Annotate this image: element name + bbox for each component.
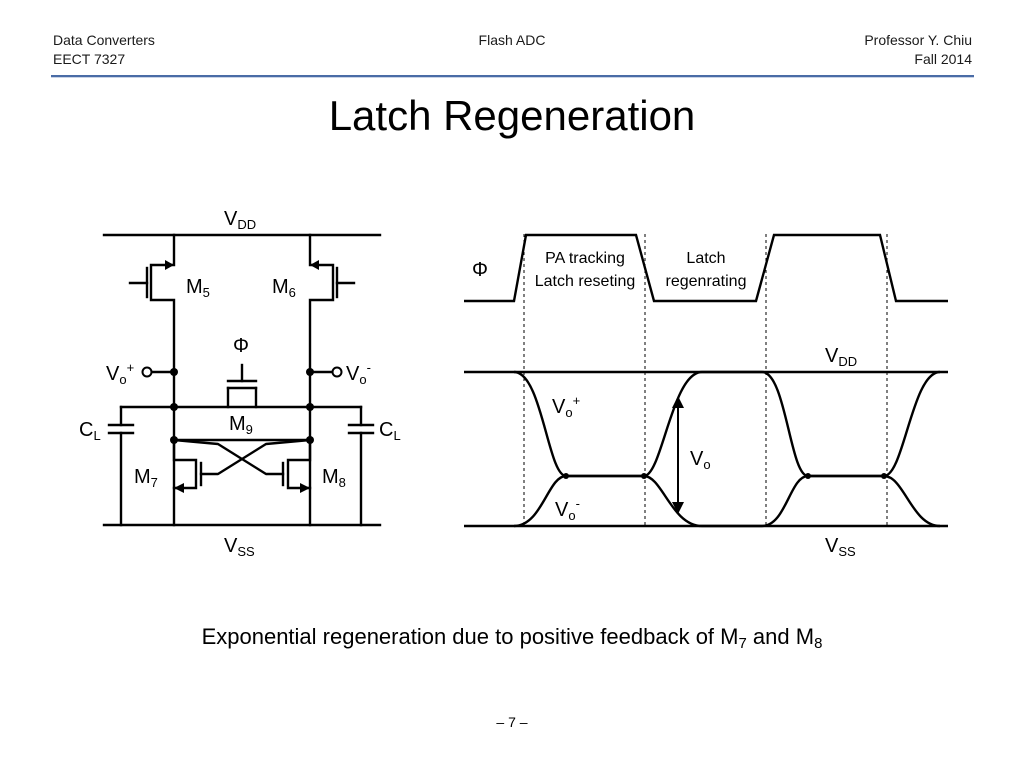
circuit-vdd-label: VDD — [224, 208, 256, 232]
header-right: Professor Y. Chiu Fall 2014 — [864, 31, 972, 69]
m8-label: M8 — [322, 466, 346, 490]
circuit-vss-label: VSS — [224, 535, 255, 559]
caption-sub-7: 7 — [738, 635, 747, 653]
m7-arrow — [174, 483, 184, 493]
vo-plus-waveform — [513, 370, 941, 478]
timing-vdd-label: VDD — [825, 345, 857, 369]
timing-vss-label: VSS — [825, 535, 856, 559]
header-divider — [51, 75, 974, 77]
circuit-phi-label: Φ — [233, 335, 249, 357]
timing-vo-minus-label: Vo- — [555, 496, 580, 523]
circuit-vo-minus-label: Vo- — [346, 360, 371, 387]
vo-minus-waveform — [513, 474, 941, 528]
m6-label: M6 — [272, 276, 296, 300]
phase1-label-line1: PA tracking — [545, 250, 625, 267]
header-topic: Flash ADC — [478, 32, 546, 48]
phase2-label-line1: Latch — [686, 250, 725, 267]
m9-label: M9 — [229, 413, 253, 437]
vo-plus-terminal — [141, 366, 153, 378]
instructor-name: Professor Y. Chiu — [864, 32, 972, 48]
timing-diagram — [464, 233, 948, 528]
circuit-vo-plus-label: Vo+ — [106, 360, 134, 387]
course-code: EECT 7327 — [53, 51, 126, 67]
header-left: Data Converters EECT 7327 — [53, 31, 155, 69]
figure-caption: Exponential regeneration due to positive… — [0, 622, 1024, 655]
m6-arrow — [310, 260, 319, 270]
caption-text: Exponential regeneration due to positive… — [201, 624, 739, 649]
course-name: Data Converters — [53, 32, 155, 48]
caption-mid: and M — [746, 624, 815, 649]
phase-boundaries — [523, 234, 888, 527]
caption-sub-8: 8 — [814, 635, 823, 653]
m7-label: M7 — [134, 466, 158, 490]
phi-waveform — [464, 233, 948, 303]
m7-transistor — [172, 438, 203, 490]
m8-arrow — [300, 483, 310, 493]
vo-arrow-head-top — [672, 396, 684, 408]
cross-wire-m8-gate — [172, 438, 285, 476]
m5-arrow — [165, 260, 174, 270]
timing-vo-label: Vo — [690, 448, 711, 472]
m6-transistor — [308, 233, 356, 527]
timing-phi-label: Φ — [472, 259, 488, 281]
vo-minus-terminal — [331, 366, 343, 378]
circuit-nodes — [170, 368, 314, 444]
vo-arrow-head-bottom — [672, 502, 684, 514]
phase1-label-line2: Latch reseting — [535, 273, 636, 290]
m9-transistor — [226, 363, 258, 409]
timing-vo-plus-label: Vo+ — [552, 393, 580, 420]
cl-right-label: CL — [379, 419, 401, 443]
m5-label: M5 — [186, 276, 210, 300]
page-number: – 7 – — [496, 714, 528, 730]
slide-title: Latch Regeneration — [328, 92, 696, 139]
m8-transistor — [281, 438, 312, 490]
cl-left-label: CL — [79, 419, 101, 443]
phase2-label-line2: regenrating — [666, 273, 747, 290]
m5-transistor — [128, 233, 176, 527]
term: Fall 2014 — [914, 51, 972, 67]
